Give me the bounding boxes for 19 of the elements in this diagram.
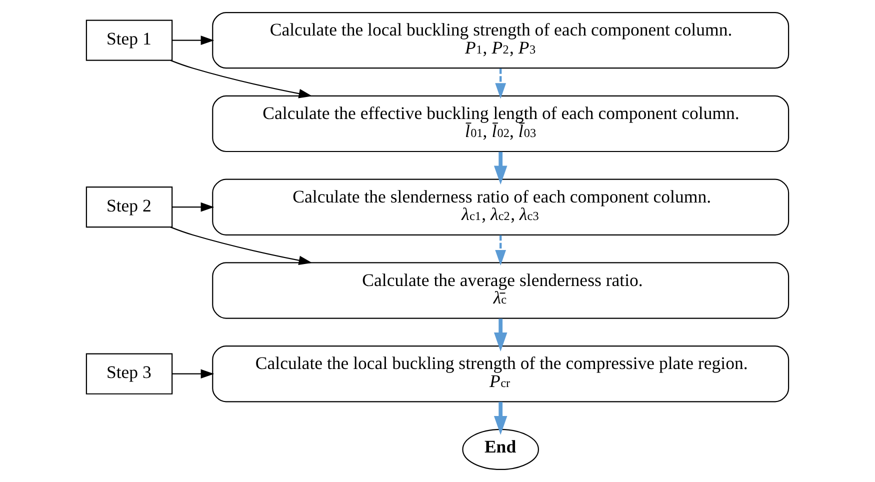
node-box: Calculate the effective buckling length of each component column. l̄01, l̄02, l̄03 (212, 95, 790, 152)
node-ellipse: End (462, 428, 539, 470)
node-box: Calculate the slenderness ratio of each component column. λc1, λc2, λc3 (212, 178, 790, 236)
arrow (494, 318, 508, 352)
arrow (494, 152, 508, 185)
node-box: Step 2 (86, 186, 173, 228)
arrow (495, 235, 506, 266)
node-box: Calculate the average slenderness ratio. λ̄c (212, 262, 790, 319)
arrow (495, 68, 506, 99)
arrow (170, 60, 312, 98)
arrow (170, 226, 312, 265)
node-box: Step 3 (86, 353, 173, 394)
arrow (494, 402, 508, 435)
arrow (172, 369, 214, 379)
node-box: Calculate the local buckling strength of the compressive plate region. Pcr (212, 346, 790, 402)
arrow (172, 36, 214, 45)
node-box: Calculate the local buckling strength of each component column. P1, P2, P3 (212, 12, 790, 69)
node-box: Step 1 (86, 20, 173, 61)
arrow (172, 202, 214, 212)
